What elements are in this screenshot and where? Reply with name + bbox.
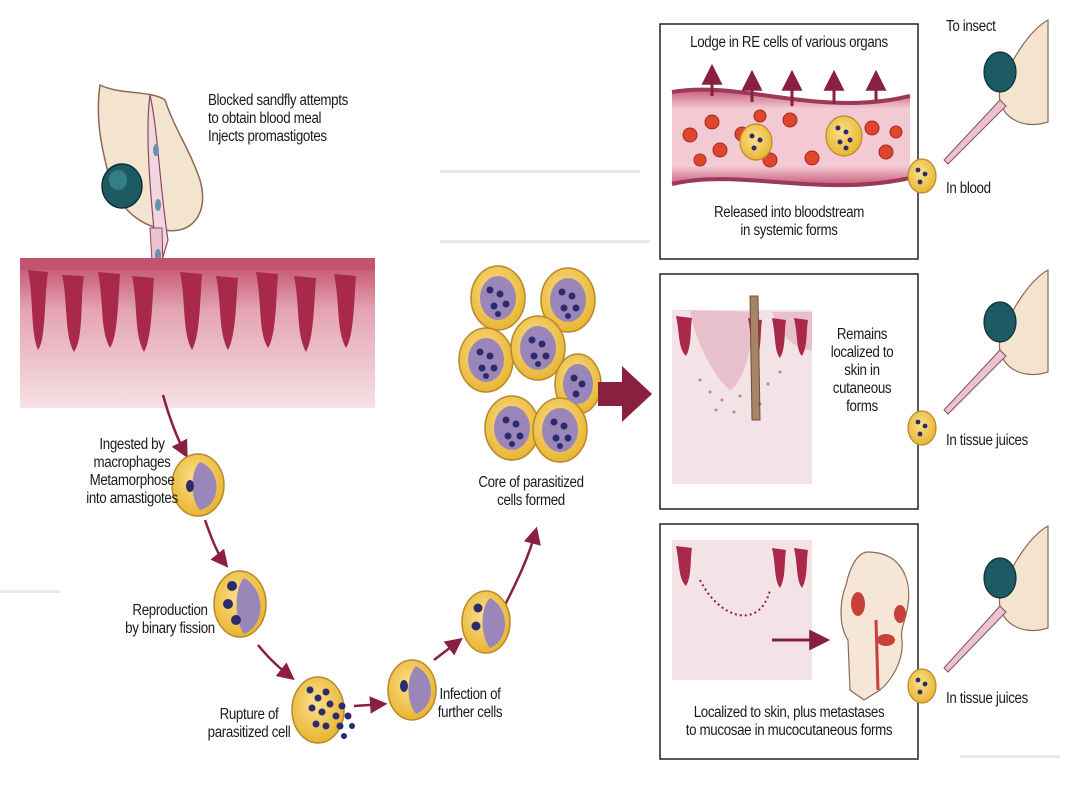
label-in-blood: In blood (946, 180, 991, 198)
panel2-side-text-line: forms (846, 398, 878, 415)
sandfly-right-1 (943, 18, 1049, 165)
label-in-tissue-juices-1-text: In tissue juices (946, 432, 1028, 449)
label-infection-line: further cells (437, 704, 503, 721)
side-cells (907, 158, 937, 704)
panel3-bottom-label-line: Localized to skin, plus metastases (693, 704, 885, 721)
label-in-tissue-juices-1: In tissue juices (946, 432, 1028, 450)
label-in-tissue-juices-2-text: In tissue juices (946, 690, 1028, 707)
panel-cutaneous (659, 273, 919, 510)
skin-layer (20, 258, 375, 408)
label-sandfly-line: to obtain blood meal (208, 110, 322, 127)
panel-systemic (659, 23, 919, 260)
sandfly-right-3 (943, 524, 1049, 673)
label-in-tissue-juices-2: In tissue juices (946, 690, 1028, 708)
label-to-insect: To insect (946, 18, 996, 36)
background-bleed (0, 170, 1060, 758)
label-core-line: cells formed (497, 492, 565, 509)
label-sandfly: Blocked sandfly attempts to obtain blood… (208, 92, 348, 146)
macrophage-further (461, 590, 511, 654)
label-reproduction: Reproduction by binary fission (110, 602, 230, 638)
panel1-bottom-label: Released into bloodstream in systemic fo… (682, 204, 897, 240)
panel1-top-label-text: Lodge in RE cells of various organs (690, 34, 888, 51)
label-infection-line: Infection of (439, 686, 501, 703)
label-rupture-line: Rupture of (219, 706, 279, 723)
label-core: Core of parasitized cells formed (467, 474, 596, 510)
panel2-side-text-line: skin in (844, 362, 880, 379)
label-infection: Infection of further cells (427, 686, 513, 722)
label-ingested-line: macrophages (93, 454, 171, 471)
panel2-side-text-line: Remains (836, 326, 888, 343)
panel2-side-text: Remains localized to skin in cutaneous f… (819, 326, 905, 416)
core-cluster (458, 265, 602, 463)
macrophage-rupture (291, 676, 355, 744)
sandfly-right-2 (943, 268, 1049, 415)
macrophage-reproduction (213, 570, 267, 638)
label-to-insect-text: To insect (946, 18, 996, 35)
panel3-bottom-label-line: to mucosae in mucocutaneous forms (685, 722, 893, 739)
label-ingested: Ingested by macrophages Metamorphose int… (72, 436, 192, 508)
label-sandfly-line: Blocked sandfly attempts (208, 92, 348, 109)
panel3-bottom-label: Localized to skin, plus metastases to mu… (682, 704, 897, 740)
label-sandfly-line: Injects promastigotes (208, 128, 327, 145)
label-reproduction-line: Reproduction (132, 602, 208, 619)
label-core-line: Core of parasitized (478, 474, 584, 491)
macrophage-ingested (171, 453, 225, 517)
label-ingested-line: Ingested by (99, 436, 165, 453)
cycle-arrows (161, 394, 541, 714)
label-in-blood-text: In blood (946, 180, 991, 197)
label-ingested-line: into amastigotes (86, 490, 178, 507)
panel1-bottom-label-line: Released into bloodstream (714, 204, 864, 221)
panel1-bottom-label-line: in systemic forms (740, 222, 838, 239)
panel2-side-text-line: cutaneous (832, 380, 892, 397)
panel-mucocutaneous (659, 523, 919, 760)
panel1-top-label: Lodge in RE cells of various organs (682, 34, 897, 52)
label-rupture: Rupture of parasitized cell (193, 706, 305, 742)
transition-arrow (598, 366, 652, 422)
macrophage-infection (387, 659, 437, 721)
label-rupture-line: parasitized cell (207, 724, 291, 741)
label-reproduction-line: by binary fission (125, 620, 215, 637)
panel2-side-text-line: localized to (830, 344, 894, 361)
label-ingested-line: Metamorphose (89, 472, 175, 489)
